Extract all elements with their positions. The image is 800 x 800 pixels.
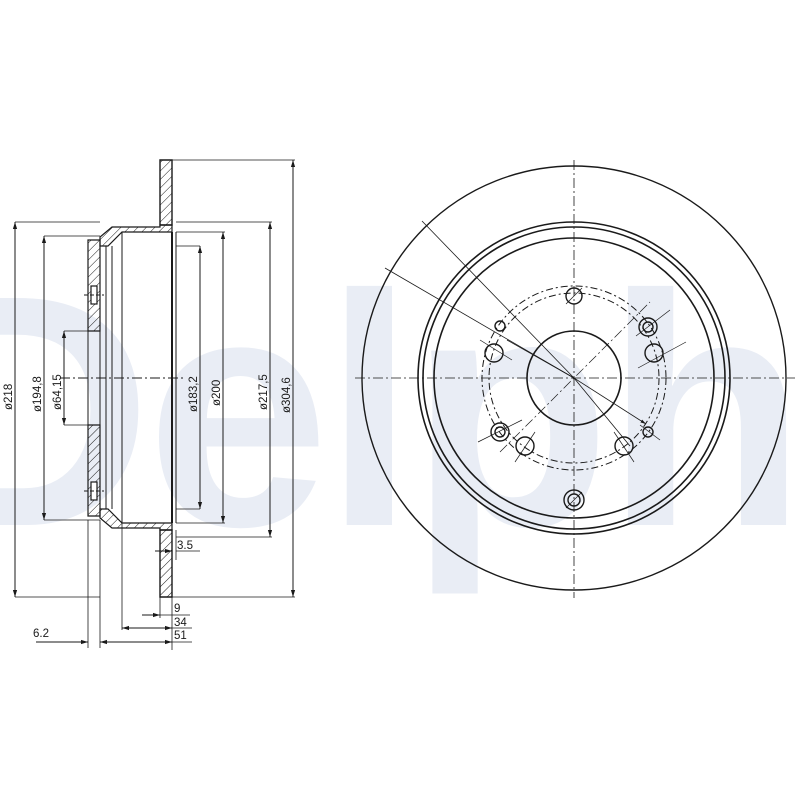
- hole-ll-outer: [490, 422, 510, 442]
- label-w51: 51: [174, 630, 187, 642]
- hat-bottom: [99, 508, 173, 531]
- label-d304-6: ø304,6: [281, 377, 293, 413]
- label-w6-2: 6.2: [33, 628, 49, 640]
- hole-bottom-inner: [567, 493, 581, 507]
- hole-lr-small: [642, 426, 654, 438]
- friction-ring-bottom: [159, 529, 173, 598]
- hole-top: [565, 287, 583, 305]
- hole-ll-inner: [494, 426, 506, 438]
- label-d183-2: ø183,2: [188, 376, 200, 412]
- hole-lower-right: [614, 436, 634, 456]
- front-view: [355, 160, 795, 598]
- hole-left: [484, 343, 504, 363]
- label-d217-5: ø217,5: [258, 374, 270, 410]
- label-d200: ø200: [211, 380, 223, 406]
- hole-ul-small: [494, 320, 506, 332]
- label-w3-5: 3.5: [177, 540, 193, 552]
- label-d218: ø218: [3, 384, 15, 410]
- label-d194-8: ø194,8: [32, 376, 44, 412]
- watermark-text: Delphi: [0, 226, 800, 597]
- hole-ur-inner: [642, 321, 654, 333]
- hub-flange-bottom: [87, 424, 101, 517]
- hat-top: [99, 224, 173, 247]
- hole-ur-outer: [638, 317, 658, 337]
- hole-bottom-outer: [563, 489, 585, 511]
- side-view-labels: ø218 ø194,8 ø64,15 ø183,2 ø200 ø217,5 ø3…: [3, 374, 293, 642]
- hole-right: [644, 343, 664, 363]
- label-d64-15: ø64,15: [52, 374, 64, 410]
- label-w9: 9: [174, 603, 180, 615]
- side-section-view: [12, 159, 296, 650]
- hole-lower-left: [515, 436, 535, 456]
- wheel-stud-holes: [477, 287, 687, 511]
- friction-ring-top: [159, 159, 173, 226]
- label-w34: 34: [174, 617, 187, 629]
